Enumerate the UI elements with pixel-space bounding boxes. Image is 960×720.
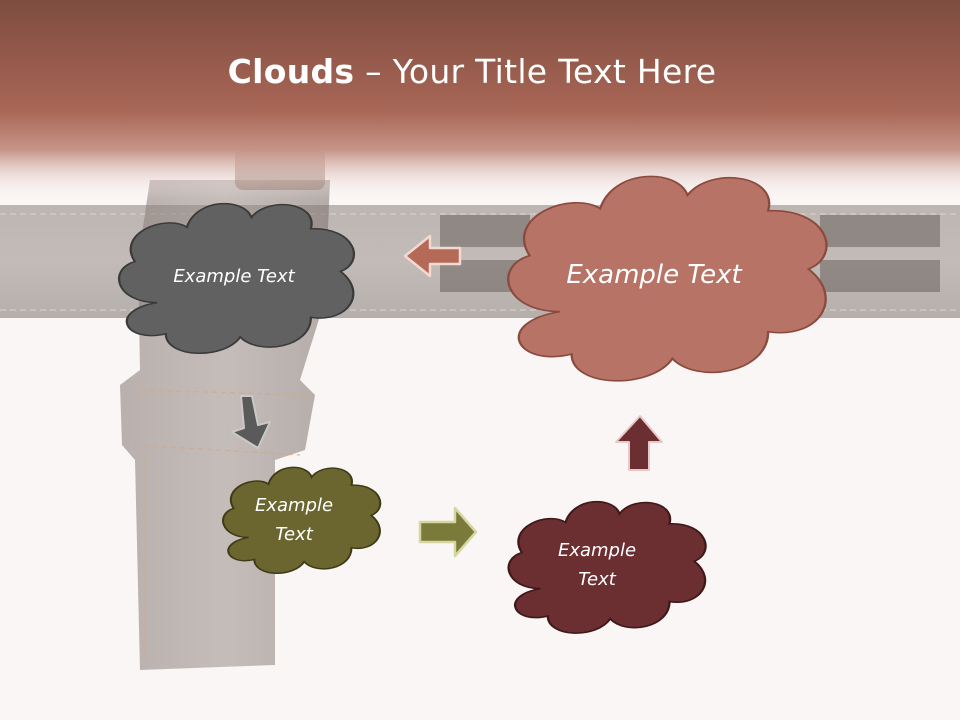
- cloud-maroon-text[interactable]: Example Text: [527, 533, 667, 597]
- title-bold: Clouds: [227, 52, 355, 91]
- arrow-up: [615, 415, 663, 471]
- holster-stitch: [134, 389, 311, 660]
- cloud-maroon-line2: Text: [578, 569, 616, 590]
- arrow-left: [403, 234, 462, 278]
- cloud-maroon-line1: Example: [557, 540, 637, 561]
- cloud-gray-text[interactable]: Example Text: [134, 258, 334, 294]
- title-rest: Your Title Text Here: [392, 52, 717, 91]
- slide-title[interactable]: Clouds – Your Title Text Here: [0, 52, 944, 91]
- header-band: [0, 0, 960, 200]
- bullet-loops: [440, 215, 940, 292]
- arrow-right: [418, 506, 478, 558]
- cloud-olive-line2: Text: [275, 524, 313, 545]
- cloud-rose-text[interactable]: Example Text: [524, 254, 784, 296]
- title-separator: –: [354, 52, 393, 91]
- cloud-olive-text[interactable]: Example Text: [224, 488, 364, 552]
- cloud-olive-line1: Example: [254, 495, 334, 516]
- cloud-gray-label: Example Text: [173, 265, 295, 287]
- cloud-rose-label: Example Text: [566, 260, 742, 290]
- arrow-down: [231, 395, 271, 449]
